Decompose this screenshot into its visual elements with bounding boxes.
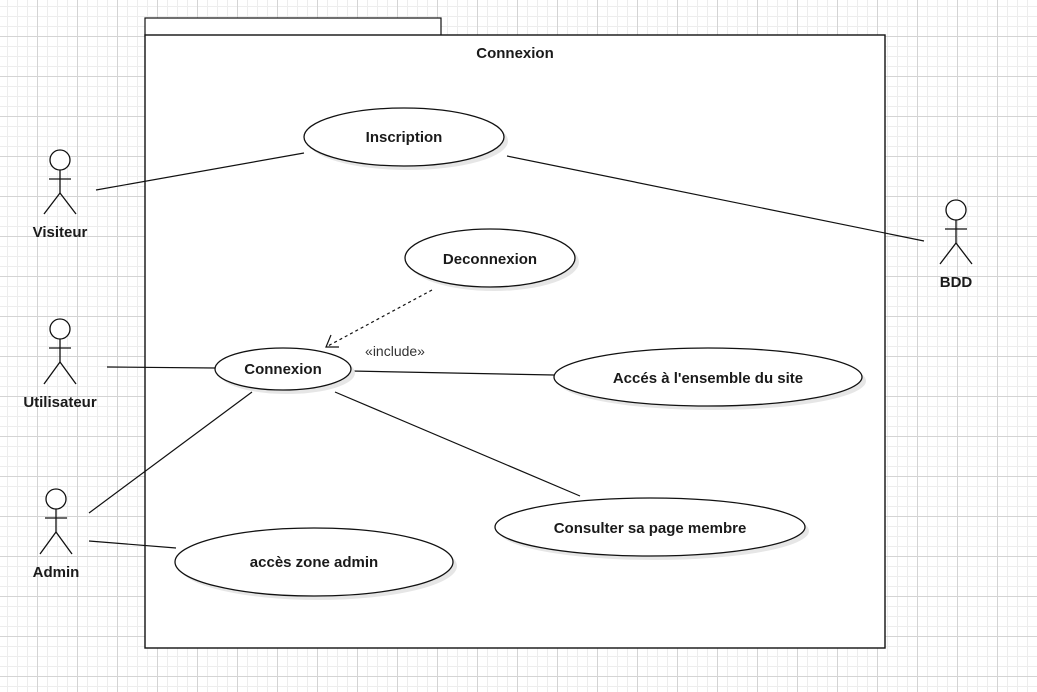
assoc-admin-zone-admin xyxy=(88,540,177,549)
actor-bdd[interactable]: BDD xyxy=(939,199,973,291)
actor-utilisateur[interactable]: Utilisateur xyxy=(23,318,97,411)
use-case-deconnexion[interactable]: Deconnexion xyxy=(404,228,579,291)
actor-bdd-label: BDD xyxy=(940,274,973,291)
include-label: «include» xyxy=(365,343,425,359)
use-case-page-membre[interactable]: Consulter sa page membre xyxy=(494,497,809,560)
use-case-zone-admin[interactable]: accès zone admin xyxy=(174,527,457,600)
actor-visiteur-label: Visiteur xyxy=(33,224,88,241)
assoc-admin-connexion xyxy=(88,391,253,514)
use-case-inscription-shape[interactable] xyxy=(303,107,505,167)
use-case-acces-site-shape[interactable] xyxy=(553,347,863,407)
assoc-utilisateur-connexion xyxy=(106,366,216,369)
actor-admin[interactable]: Admin xyxy=(33,488,80,581)
actor-bdd-icon xyxy=(939,199,973,265)
use-case-connexion-label: Connexion xyxy=(244,361,322,378)
include-arrow-line xyxy=(325,289,433,348)
use-case-page-membre-label: Consulter sa page membre xyxy=(554,520,747,537)
use-case-inscription[interactable]: Inscription xyxy=(303,107,508,170)
associations xyxy=(88,152,925,549)
use-case-acces-site-label: Accés à l'ensemble du site xyxy=(613,370,803,387)
assoc-connexion-page-membre xyxy=(334,391,581,497)
actor-utilisateur-label: Utilisateur xyxy=(23,394,97,411)
assoc-connexion-acces-site xyxy=(350,370,555,376)
include-arrowhead xyxy=(325,334,339,348)
assoc-inscription-bdd xyxy=(506,155,925,242)
actor-visiteur-icon xyxy=(43,149,77,215)
use-case-inscription-label: Inscription xyxy=(366,129,443,146)
assoc-visiteur-inscription xyxy=(95,152,305,191)
actor-admin-label: Admin xyxy=(33,564,80,581)
use-case-zone-admin-shape[interactable] xyxy=(174,527,454,597)
include-dependency: «include» xyxy=(325,289,433,359)
actor-visiteur[interactable]: Visiteur xyxy=(33,149,88,241)
actor-admin-icon xyxy=(39,488,73,555)
use-case-connexion[interactable]: Connexion xyxy=(214,347,355,394)
use-case-deconnexion-shape[interactable] xyxy=(404,228,576,288)
use-case-zone-admin-label: accès zone admin xyxy=(250,554,378,571)
use-case-acces-site[interactable]: Accés à l'ensemble du site xyxy=(553,347,866,410)
system-title: Connexion xyxy=(476,45,554,62)
use-case-page-membre-shape[interactable] xyxy=(494,497,806,557)
use-case-connexion-shape[interactable] xyxy=(214,347,352,391)
use-case-deconnexion-label: Deconnexion xyxy=(443,251,537,268)
actor-utilisateur-icon xyxy=(43,318,77,385)
package-tab xyxy=(144,17,442,37)
